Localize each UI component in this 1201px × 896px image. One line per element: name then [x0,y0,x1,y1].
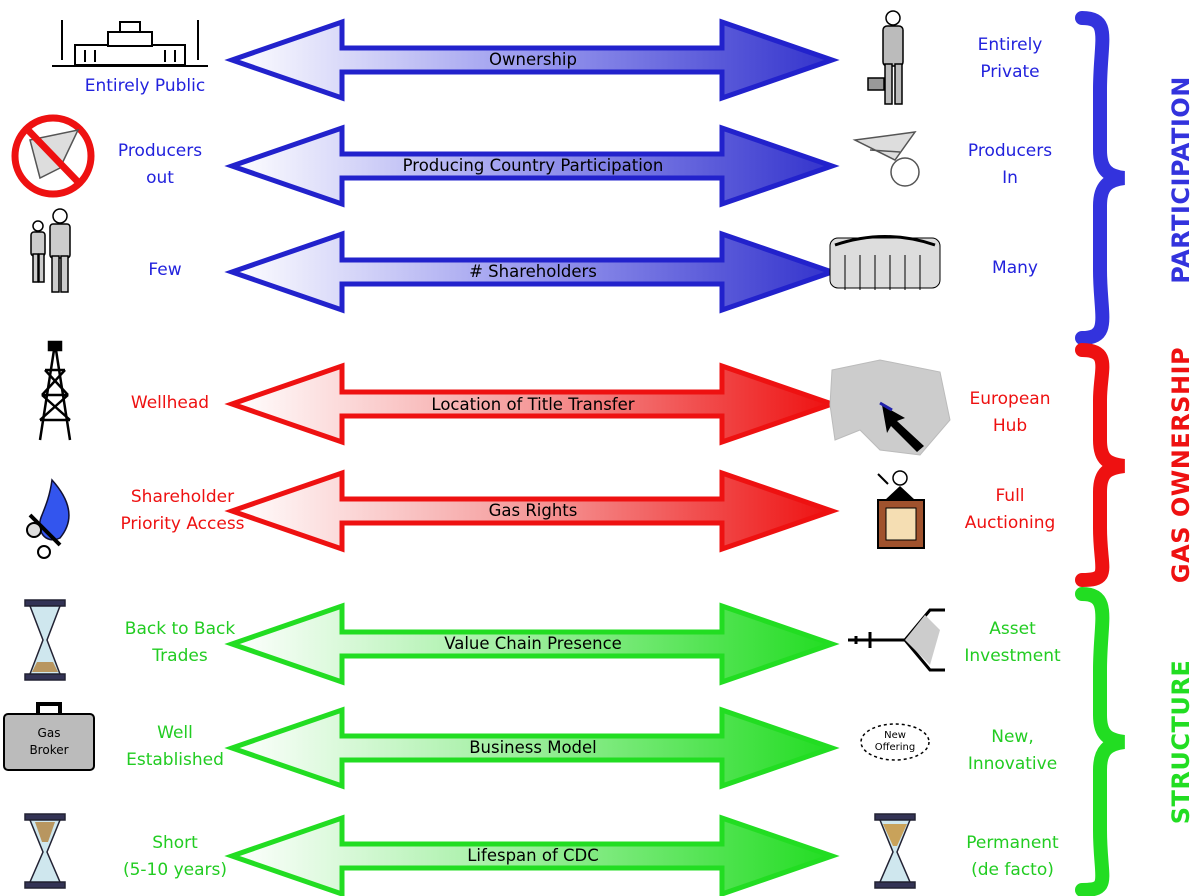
no-producers-icon [11,114,95,198]
hourglass-icon [24,599,66,681]
svg-text:Offering: Offering [875,742,916,753]
svg-text:Broker: Broker [29,743,68,757]
europe-map-icon [829,359,951,456]
few-people-icon [30,208,71,293]
arrow-label-title-transfer: Location of Title Transfer [431,395,635,414]
svg-text:New: New [884,730,906,741]
arrow-label-value-chain: Value Chain Presence [444,634,622,653]
right-label-permanent: Permanent(de facto) [966,833,1059,880]
participation-brace [1075,11,1126,345]
right-label-new-innovative: New,Innovative [967,727,1058,774]
new-offering-icon: New Offering [860,723,930,761]
svg-text:Gas: Gas [38,726,61,740]
arrow-ownership [224,18,840,102]
crowd-icon [829,235,941,290]
gas-ownership-brace [1075,343,1126,587]
arrow-value-chain [224,602,840,686]
arrow-label-business-model: Business Model [469,738,597,757]
arrow-label-gas-rights: Gas Rights [488,501,578,520]
arrow-business-model [224,706,840,790]
arrow-producing-country [224,124,840,208]
arrow-label-producing-country: Producing Country Participation [402,156,664,175]
right-label-many: Many [992,258,1038,278]
left-label-wellhead: Wellhead [130,393,210,413]
arrow-label-ownership: Ownership [489,50,577,69]
arrow-lifespan [224,814,840,896]
oil-derrick-icon [38,340,72,441]
left-label-short: Short(5-10 years) [122,833,228,880]
structure-brace [1075,587,1126,896]
government-building-icon [52,20,208,67]
gas-flame-chain-icon [26,478,70,559]
hourglass-icon [874,813,916,889]
hourglass-icon [24,813,66,889]
businessman-icon [867,10,904,105]
pipeline-network-icon [848,608,945,672]
left-label-few: Few [148,260,182,280]
left-label-entirely-public: Entirely Public [84,76,206,96]
arrow-gas-rights [224,469,840,553]
arrow-label-shareholders: # Shareholders [469,262,597,281]
arrow-label-lifespan: Lifespan of CDC [467,846,599,865]
gas-broker-briefcase-icon: Gas Broker [3,702,95,771]
auctioneer-podium-icon [877,470,925,549]
producer-hand-icon [852,131,920,187]
